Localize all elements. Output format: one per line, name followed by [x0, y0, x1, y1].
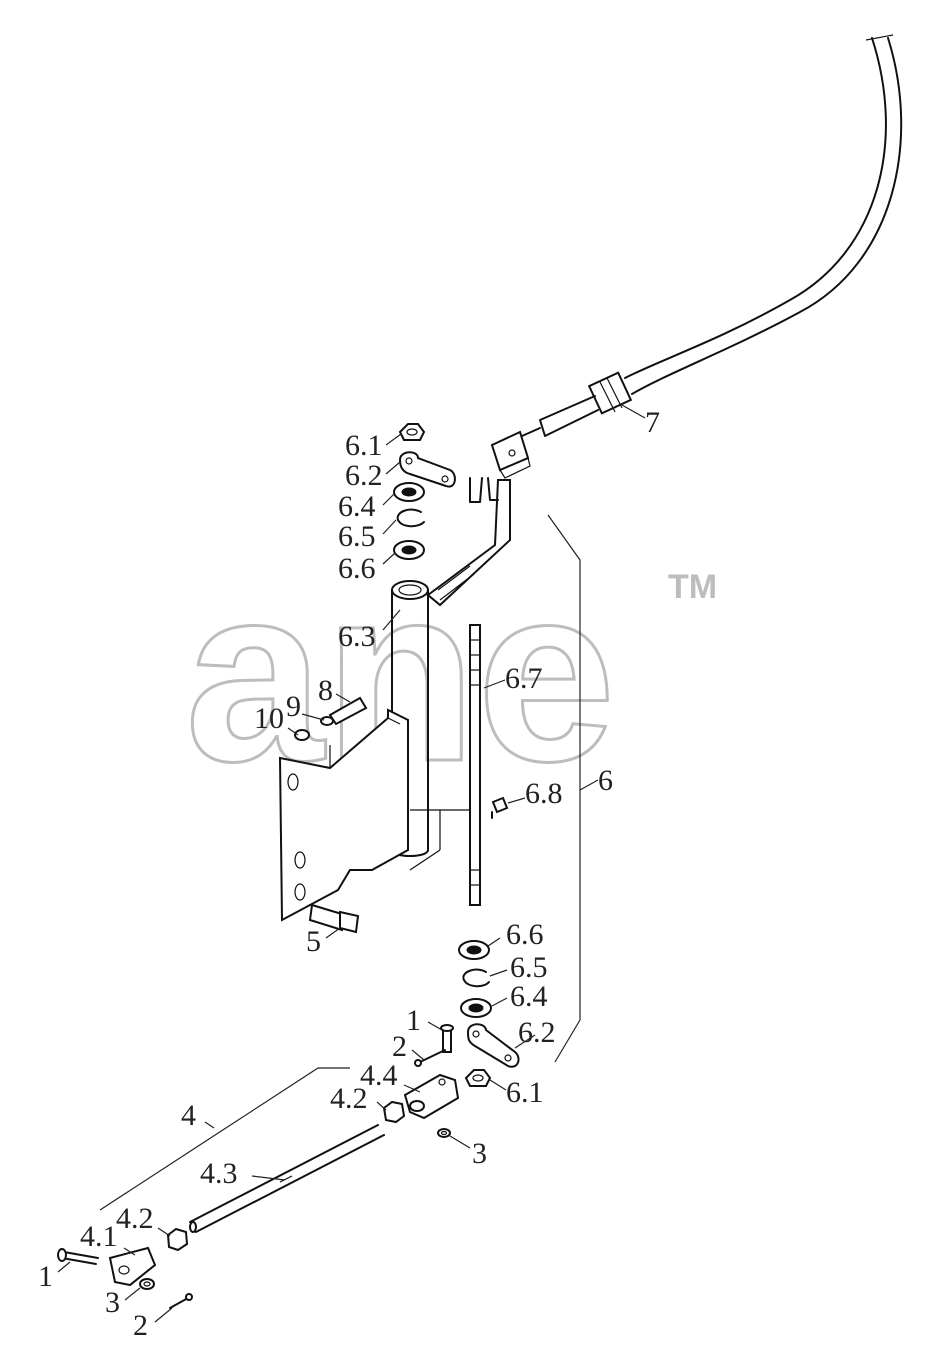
label-6: 6 [598, 764, 613, 797]
label-6-6-bot: 6.6 [506, 918, 544, 951]
label-5: 5 [306, 925, 321, 958]
upper-bushing-stack [393, 423, 456, 560]
leader-lines [57, 433, 536, 1323]
connecting-rod [189, 1124, 385, 1233]
label-6-8: 6.8 [525, 777, 563, 810]
label-6-7: 6.7 [505, 662, 543, 695]
label-6-6-top: 6.6 [338, 552, 376, 585]
label-4-1: 4.1 [80, 1220, 118, 1253]
label-6-1-top: 6.1 [345, 429, 383, 462]
label-2-top: 2 [392, 1030, 407, 1063]
lower-bushing-stack [458, 940, 520, 1087]
label-1-top: 1 [406, 1004, 421, 1037]
label-4-4: 4.4 [360, 1059, 398, 1092]
label-6-4-top: 6.4 [338, 490, 376, 523]
lower-clevis [57, 1227, 193, 1309]
label-9: 9 [286, 690, 301, 723]
label-3-bot: 3 [105, 1286, 120, 1319]
label-7: 7 [645, 406, 660, 439]
shaft [469, 624, 526, 906]
pivot-tube-lever [391, 477, 511, 871]
assembly-brackets [99, 514, 599, 1211]
label-4-2-bot: 4.2 [116, 1202, 154, 1235]
label-10: 10 [254, 702, 284, 735]
label-4-3: 4.3 [200, 1157, 238, 1190]
label-1-bot: 1 [38, 1260, 53, 1293]
part-labels: 7 6.1 6.2 6.4 6.5 6.6 6.3 6.7 8 9 10 6.8… [38, 406, 660, 1342]
label-2-bot: 2 [133, 1309, 148, 1342]
label-6-5-top: 6.5 [338, 520, 376, 553]
watermark: ane TM [184, 533, 718, 815]
control-cable [490, 34, 903, 479]
label-4: 4 [181, 1099, 196, 1132]
label-6-1-bot: 6.1 [506, 1076, 544, 1109]
mounting-bracket [278, 696, 409, 934]
label-6-2-top: 6.2 [345, 459, 383, 492]
watermark-trademark: TM [668, 568, 717, 606]
label-6-3: 6.3 [338, 620, 376, 653]
label-6-4-bot: 6.4 [510, 980, 548, 1013]
label-6-2-bot: 6.2 [518, 1016, 556, 1049]
label-8: 8 [318, 674, 333, 707]
label-3-top: 3 [472, 1137, 487, 1170]
label-4-2-top: 4.2 [330, 1082, 368, 1115]
upper-clevis [382, 1024, 460, 1138]
label-6-5-bot: 6.5 [510, 951, 548, 984]
